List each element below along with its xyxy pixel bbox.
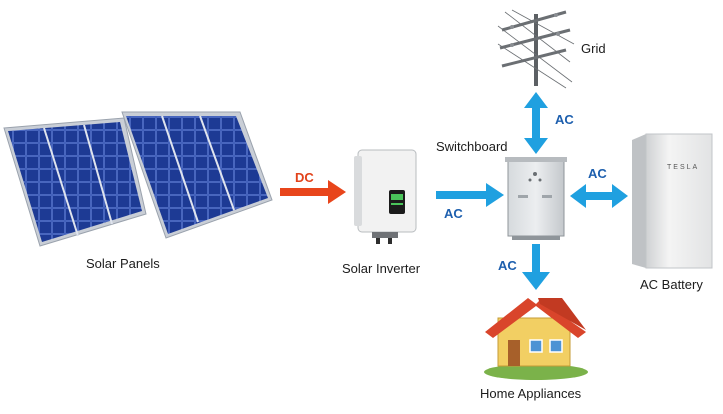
label-ac-home-flow: AC xyxy=(498,258,517,273)
ac-arrow-battery xyxy=(570,184,628,208)
label-switchboard: Switchboard xyxy=(436,139,508,154)
ac-arrow-grid xyxy=(524,92,548,154)
label-ac-grid-flow: AC xyxy=(555,112,574,127)
label-solar-inverter: Solar Inverter xyxy=(342,261,421,276)
battery-brand-text: TESLA xyxy=(667,164,700,171)
dc-arrow xyxy=(280,180,346,204)
label-dc-flow: DC xyxy=(295,170,314,185)
house-icon xyxy=(484,298,588,380)
ac-arrow-home xyxy=(522,244,550,290)
label-solar-panels: Solar Panels xyxy=(86,256,160,271)
ac-arrow-inverter-to-switchboard xyxy=(436,183,504,207)
solar-panel-icon xyxy=(3,111,273,247)
label-ac-battery-flow: AC xyxy=(588,166,607,181)
switchboard-icon xyxy=(505,157,567,240)
label-ac-battery: AC Battery xyxy=(640,277,703,292)
inverter-icon xyxy=(354,149,417,244)
label-home-appliances: Home Appliances xyxy=(480,386,582,401)
battery-icon xyxy=(632,133,713,269)
label-ac-inverter-flow: AC xyxy=(444,206,463,221)
label-grid: Grid xyxy=(581,41,606,56)
grid-pole-icon xyxy=(497,9,575,89)
